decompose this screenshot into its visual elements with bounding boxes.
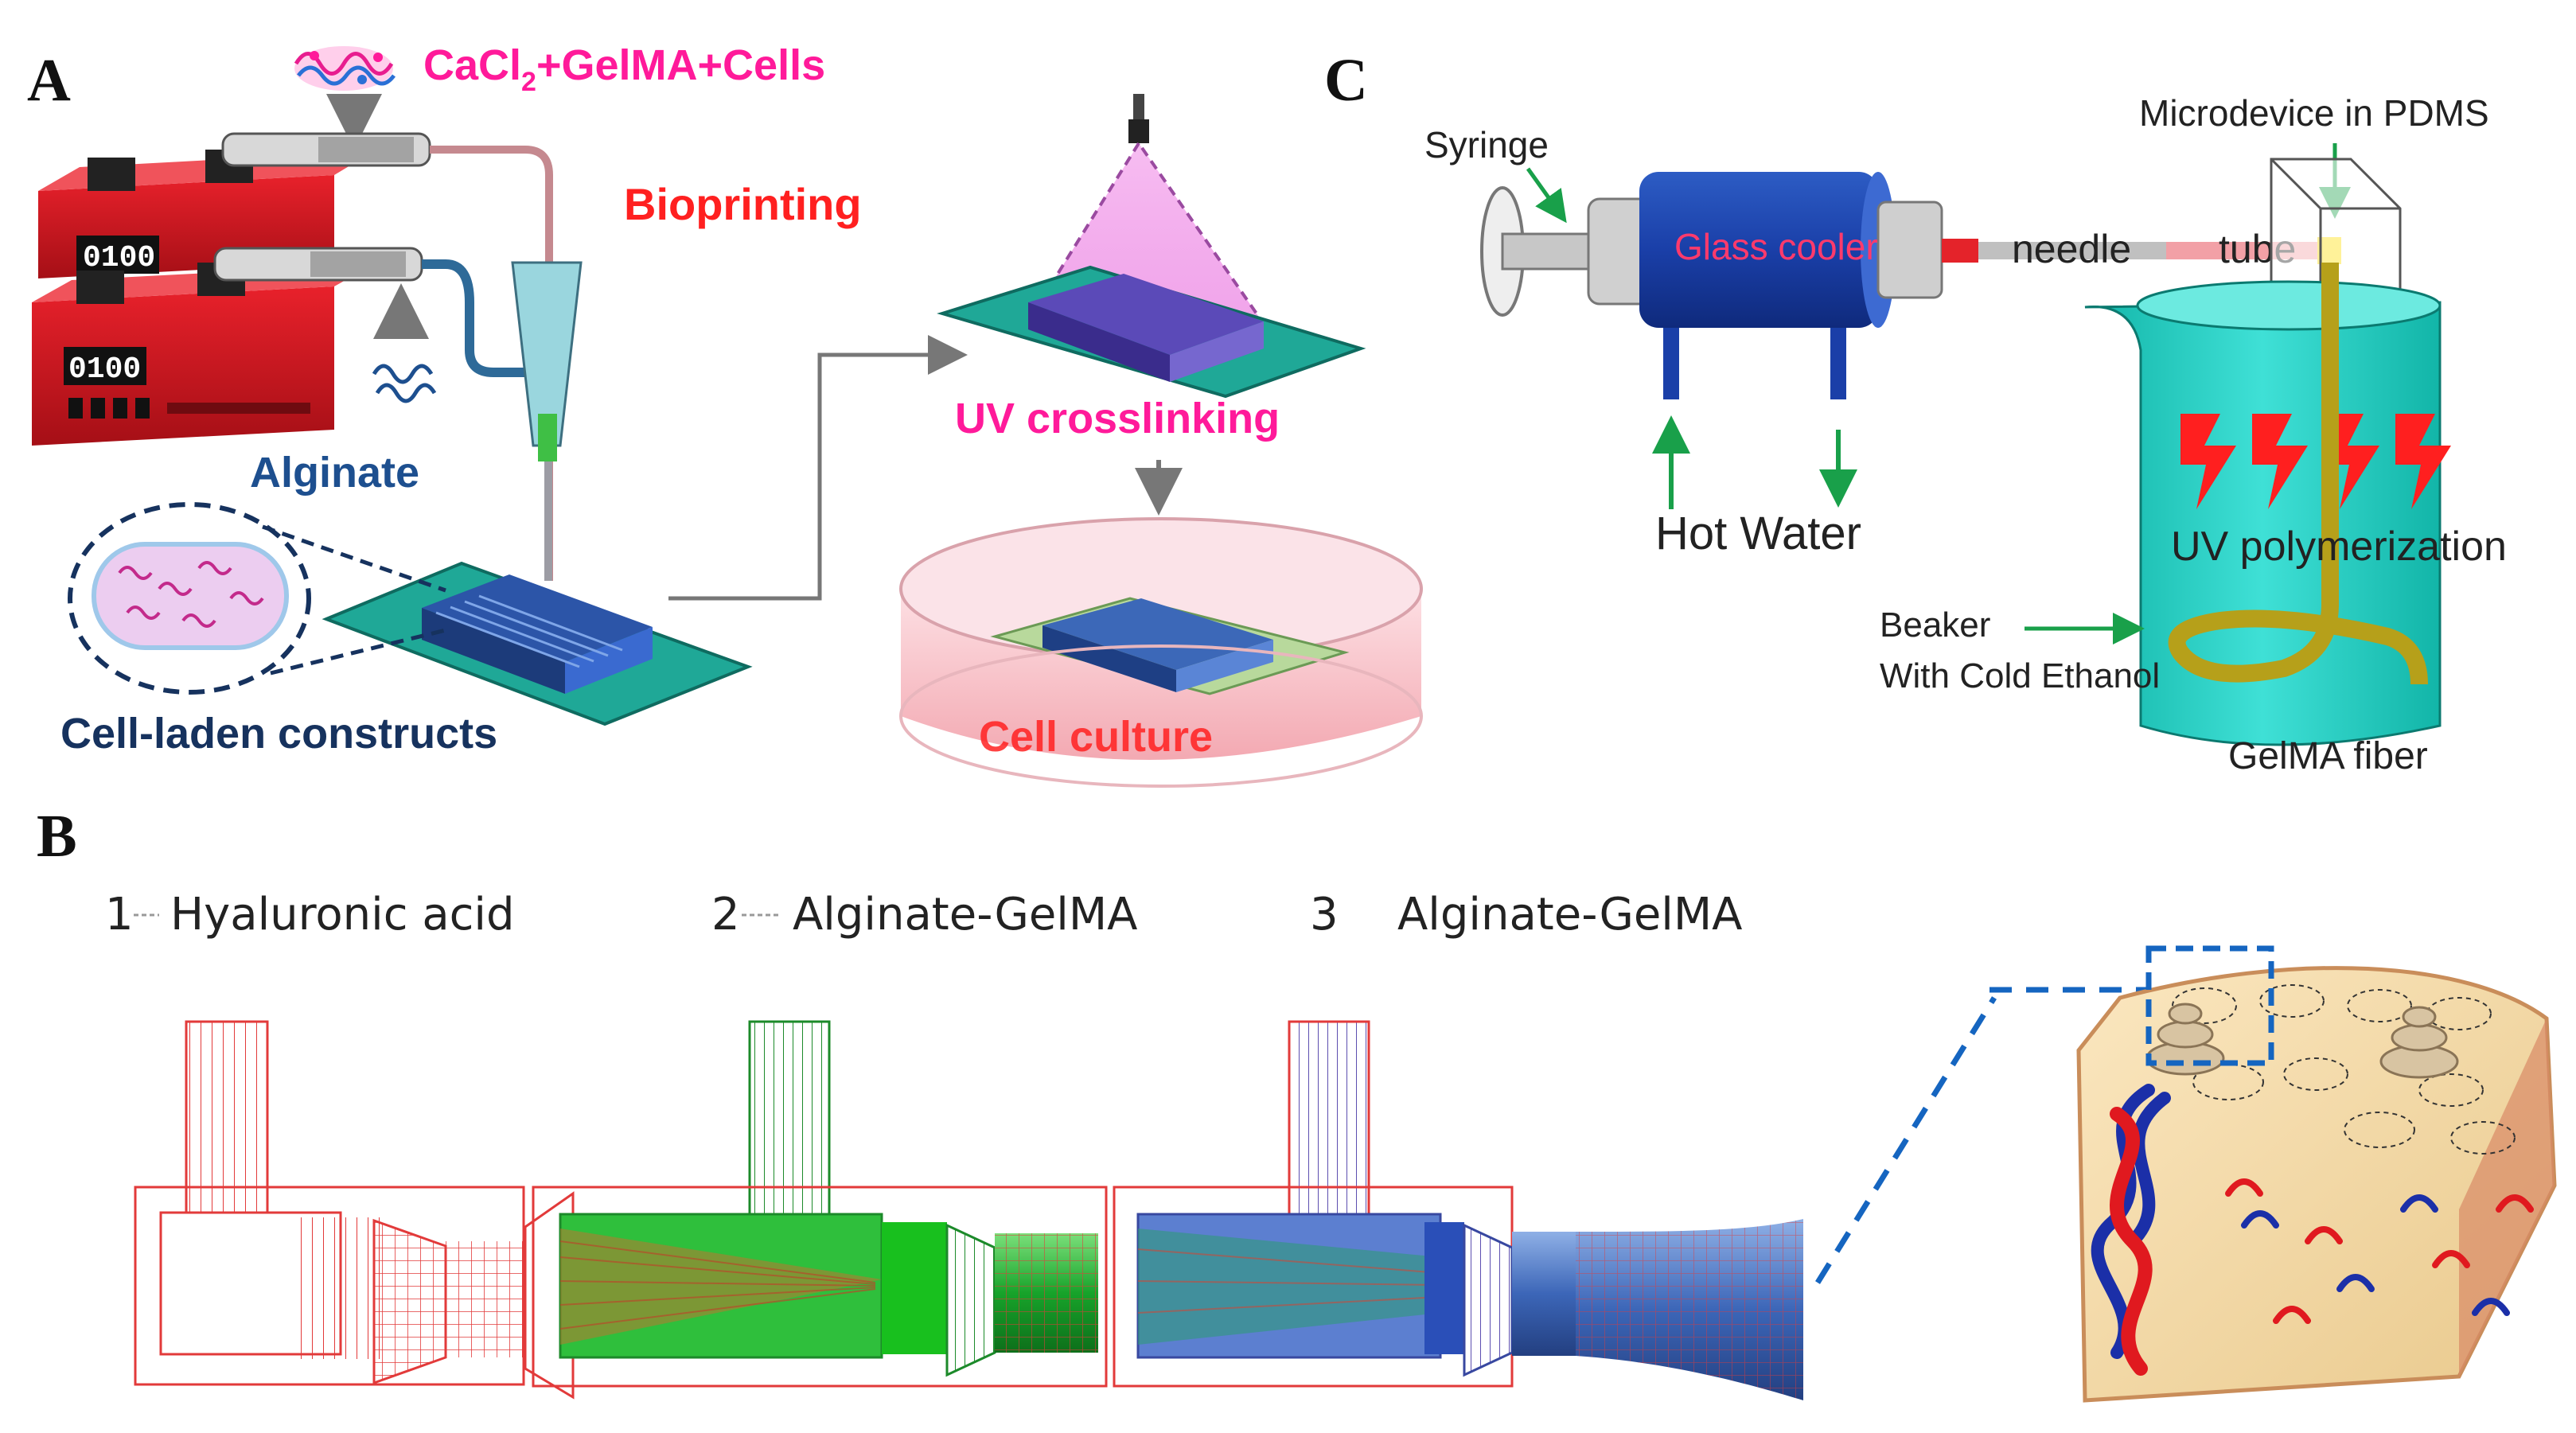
panel-a-letter: A [27, 47, 71, 114]
module-1-hyaluronic [134, 1020, 575, 1400]
module-2-alginate-gelma [532, 1020, 1108, 1388]
gelma-fiber [2168, 263, 2428, 685]
bioprinting-label: Bioprinting [624, 179, 862, 229]
gelma-fiber-label: GelMA fiber [2228, 735, 2428, 777]
uv-polymerization-label: UV polymerization [2171, 524, 2507, 570]
hot-water-label: Hot Water [1655, 508, 1861, 559]
step-3-label: Alginate-GelMA [1397, 889, 1742, 940]
microdevice-label: Microdevice in PDMS [2139, 92, 2489, 134]
coaxial-nozzle [511, 261, 583, 581]
step-3-number: 3 [1310, 889, 1339, 940]
pump-display-1: 0100 [83, 241, 155, 275]
uv-crosslinking-label: UV crosslinking [955, 395, 1280, 442]
syringe-pump-lower: 0100 [32, 247, 423, 446]
printed-construct [322, 561, 753, 726]
panel-c-letter: C [1324, 47, 1368, 114]
process-arrow [668, 335, 968, 601]
uv-construct [937, 265, 1366, 399]
syringe-label: Syringe [1424, 124, 1549, 165]
glass-cooler [1639, 172, 1943, 399]
cells-tubing [430, 146, 553, 581]
magnified-construct [68, 502, 446, 695]
tissue-block [2076, 945, 2557, 1403]
alginate-label: Alginate [250, 449, 419, 496]
glass-cooler-label: Glass cooler [1674, 226, 1878, 267]
needle-hub [1942, 239, 1978, 263]
cells-cluster-icon [294, 46, 396, 91]
uv-lamp [1128, 94, 1149, 143]
module-3-alginate-gelma [1113, 1020, 1803, 1400]
syringe [1480, 186, 1654, 317]
beaker-label-2: With Cold Ethanol [1880, 656, 2160, 695]
panel-b-letter: B [37, 803, 77, 870]
zoom-line [1815, 996, 1997, 1284]
step-2-number: 2 [711, 889, 740, 940]
alginate-strand-icon [372, 364, 437, 403]
panel-b: B 1 Hyaluronic acid 2 Alginate-GelMA 3 A… [37, 803, 2557, 1403]
beaker-label-1: Beaker [1880, 606, 1990, 644]
alginate-tubing [422, 259, 525, 377]
panel-c: C Syringe Glass cooler needle tube Micro… [1324, 47, 2507, 777]
step-2-label: Alginate-GelMA [793, 889, 1137, 940]
cell-culture-label: Cell culture [979, 713, 1213, 761]
constructs-label: Cell-laden constructs [60, 710, 497, 757]
pump-display-2: 0100 [68, 352, 141, 387]
step-1-number: 1 [105, 889, 134, 940]
step-1-label: Hyaluronic acid [170, 889, 515, 940]
syringe-pointer [1526, 167, 1567, 224]
culture-dish [899, 517, 1423, 788]
needle [1978, 242, 2166, 259]
needle-label: needle [2012, 227, 2131, 271]
reagent-label: CaCl2+GelMA+Cells [423, 41, 825, 97]
panel-a: A CaCl2+GelMA+Cells 0100 0100 [27, 41, 1423, 788]
